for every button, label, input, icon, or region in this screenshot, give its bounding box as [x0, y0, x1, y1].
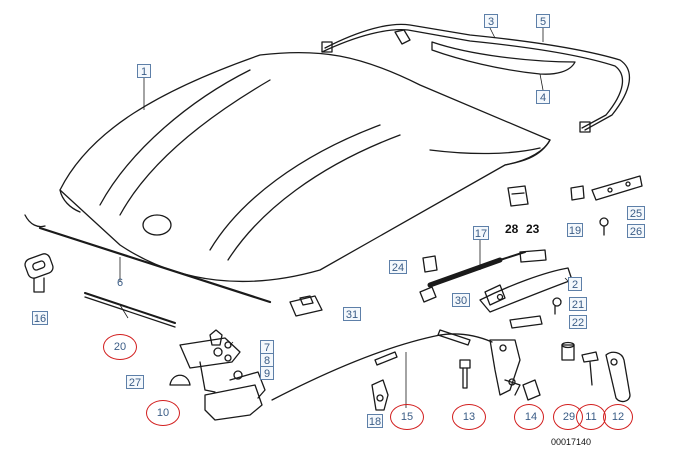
hood-seal-front [431, 41, 576, 75]
callout-18: 18 [367, 414, 383, 428]
callout-21: 21 [569, 297, 587, 311]
circle-mark-12 [603, 404, 633, 430]
gas-strut [419, 251, 526, 303]
cap-14 [522, 379, 541, 401]
hood-panel [59, 51, 551, 283]
bolt-21 [552, 297, 562, 315]
callout-8: 8 [260, 353, 274, 367]
bolt-13 [459, 359, 471, 389]
release-lever [489, 339, 521, 396]
rubber-buffer [24, 253, 54, 293]
callout-5: 5 [536, 14, 550, 28]
hood-seal-strip [321, 23, 631, 133]
callout-27: 27 [126, 375, 144, 389]
hood-handle-12 [605, 351, 631, 403]
callout-9: 9 [260, 366, 274, 380]
buffer-31 [289, 295, 323, 317]
reference-code: 00017140 [551, 437, 592, 447]
callout-22: 22 [569, 315, 587, 329]
callout-17: 17 [473, 226, 489, 240]
label-23: 23 [526, 222, 540, 236]
callout-4: 4 [536, 90, 550, 104]
bracket-25 [591, 175, 643, 201]
label-28: 28 [505, 222, 519, 236]
hood-rod [24, 214, 272, 304]
circle-mark-11 [576, 404, 606, 430]
callout-26: 26 [627, 224, 645, 238]
circle-mark-15 [390, 404, 424, 430]
hood-latch-assembly [179, 329, 266, 421]
circle-mark-10 [146, 400, 180, 426]
callout-3: 3 [484, 14, 498, 28]
circle-mark-13 [452, 404, 486, 430]
bush-29 [561, 341, 575, 361]
callout-6: 6 [116, 277, 124, 289]
circle-mark-20 [103, 334, 137, 360]
callout-31: 31 [343, 307, 361, 321]
dome-cap [169, 374, 191, 386]
circle-mark-14 [514, 404, 544, 430]
clip-18 [371, 379, 389, 411]
callout-24: 24 [389, 260, 407, 274]
callout-19: 19 [567, 223, 583, 237]
release-cable [271, 329, 493, 401]
callout-2: 2 [568, 277, 582, 291]
plate-22 [509, 315, 543, 329]
plate-23 [519, 249, 547, 263]
trim-strips [84, 292, 176, 328]
callout-25: 25 [627, 206, 645, 220]
callout-30: 30 [452, 293, 470, 307]
clip-24 [422, 255, 438, 273]
block-28 [507, 185, 529, 207]
seal-clip [394, 29, 411, 45]
leader-lines [119, 27, 571, 408]
screw-11 [581, 351, 599, 386]
clip-19 [570, 185, 585, 201]
callout-7: 7 [260, 340, 274, 354]
callout-1: 1 [137, 64, 151, 78]
screw-26 [599, 217, 609, 236]
callout-16: 16 [32, 311, 48, 325]
